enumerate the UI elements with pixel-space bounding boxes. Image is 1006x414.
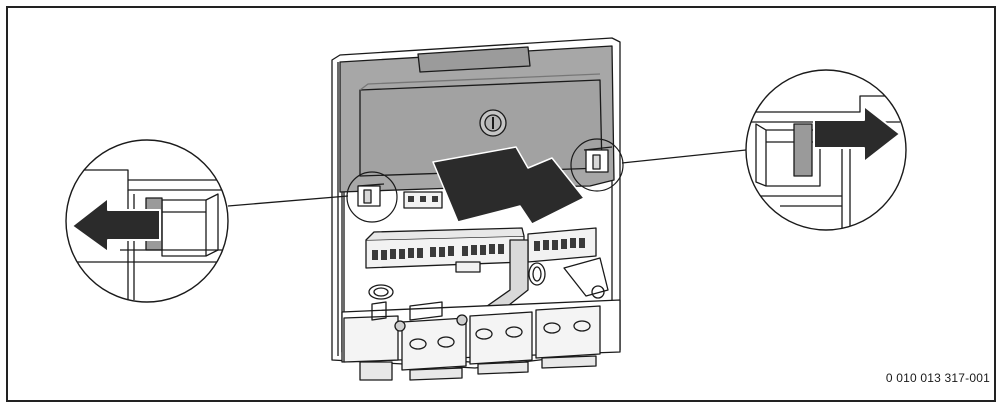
right-leader-line (621, 149, 747, 164)
housing-lid (339, 45, 615, 193)
figure-frame (6, 6, 996, 402)
left-leader-line (227, 195, 349, 207)
right-arrow-icon (813, 105, 901, 163)
cable-channel (368, 239, 609, 321)
right-detail-callout (745, 69, 907, 231)
removal-arrow-icon (432, 146, 585, 225)
left-detail-callout (65, 139, 229, 303)
terminal-strip (365, 191, 597, 273)
left-latch (346, 171, 398, 223)
left-arrow-icon (71, 197, 161, 253)
figure-reference-code: 0 010 013 317-001 (885, 371, 990, 385)
cable-entries (341, 299, 621, 381)
right-latch (570, 138, 624, 192)
